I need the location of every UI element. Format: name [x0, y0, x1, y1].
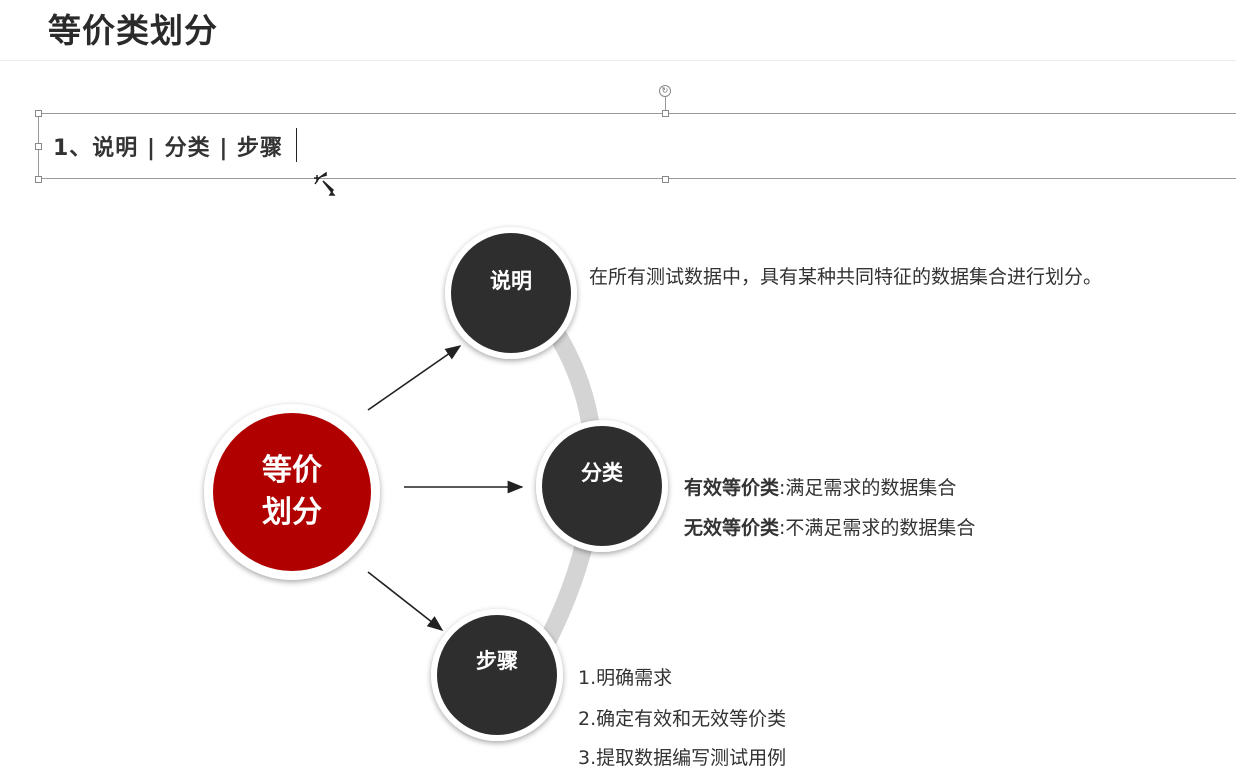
rotate-handle-stem: [665, 97, 666, 111]
title-divider: [0, 60, 1236, 61]
explain-node: [445, 227, 577, 359]
steps-item-3: 3.提取数据编写测试用例: [578, 747, 787, 769]
invalid-class-line: 无效等价类:不满足需求的数据集合: [684, 513, 975, 540]
center-node: [204, 404, 380, 580]
resize-handle-middle-left[interactable]: [35, 143, 42, 150]
classify-node: [536, 420, 668, 552]
resize-handle-top-middle[interactable]: [662, 110, 669, 117]
selected-textbox[interactable]: 1、说明 | 分类 | 步骤: [38, 113, 1236, 179]
invalid-class-text: :不满足需求的数据集合: [779, 517, 976, 539]
rotate-handle-icon[interactable]: ↻: [659, 85, 671, 97]
valid-class-label: 有效等价类: [684, 477, 780, 499]
resize-handle-top-left[interactable]: [35, 110, 42, 117]
arrow-to-explain: [367, 345, 462, 411]
steps-node-label: 步骤: [476, 649, 518, 673]
move-cursor-icon: [314, 171, 338, 202]
text-caret: [296, 128, 297, 162]
explain-description: 在所有测试数据中，具有某种共同特征的数据集合进行划分。: [589, 266, 1103, 288]
slide-title: 等价类划分: [48, 11, 218, 50]
resize-handle-bottom-middle[interactable]: [662, 176, 669, 183]
valid-class-line: 有效等价类:满足需求的数据集合: [684, 473, 956, 500]
explain-node-label: 说明: [490, 269, 532, 293]
textbox-text[interactable]: 1、说明 | 分类 | 步骤: [53, 136, 284, 161]
arrow-to-steps: [367, 571, 444, 631]
valid-class-text: :满足需求的数据集合: [779, 477, 957, 499]
steps-item-1: 1.明确需求: [578, 667, 673, 689]
classify-node-label: 分类: [581, 461, 624, 485]
resize-handle-bottom-left[interactable]: [35, 176, 42, 183]
center-label-line2: 划分: [262, 495, 322, 530]
center-label-line1: 等价: [262, 453, 322, 488]
steps-node: [431, 609, 563, 741]
invalid-class-label: 无效等价类: [684, 517, 780, 539]
steps-item-2: 2.确定有效和无效等价类: [578, 708, 787, 730]
